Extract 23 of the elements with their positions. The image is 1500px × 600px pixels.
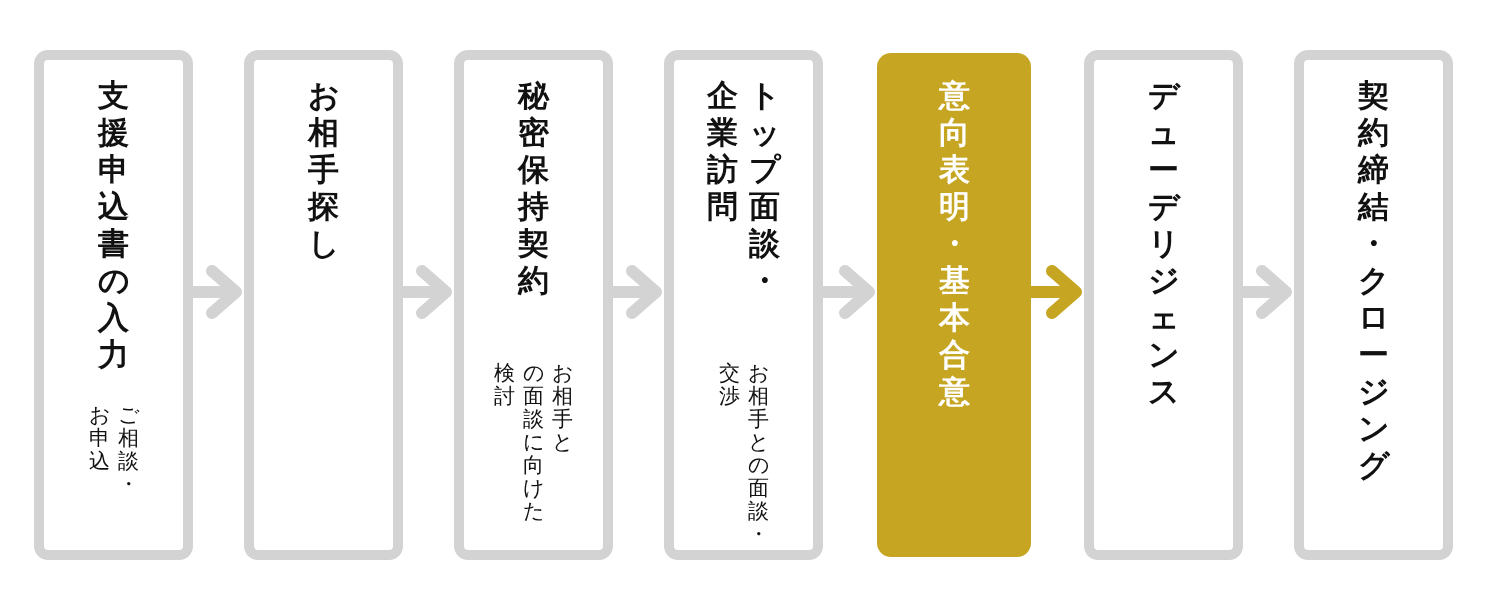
arrow [612,265,662,319]
step-title: 秘密保持契約 [518,77,549,299]
step-box [664,50,823,560]
arrow [1030,265,1082,319]
step-box [1084,50,1243,560]
arrow [402,265,452,319]
step-note: お相手との面談・交渉 [718,362,769,546]
step-box [34,50,193,560]
step-box [244,50,403,560]
step-title: 意向表明・基本合意 [938,77,970,410]
step-title: 支援申込書の入力 [98,77,129,373]
step-note: ご相談・お申込 [88,404,139,496]
step-title: トップ面談・企業訪問 [707,77,780,299]
step-title: デューデリジェンス [1148,77,1179,410]
arrow [192,265,242,319]
arrow [1242,265,1292,319]
step-box [1294,50,1453,560]
step-box [877,53,1031,557]
step-box [454,50,613,560]
step-title: 契約締結・クロージング [1358,77,1389,484]
step-note: お相手との面談に向けた検討 [494,362,573,523]
arrow [822,265,875,319]
step-title: お相手探し [308,77,339,262]
